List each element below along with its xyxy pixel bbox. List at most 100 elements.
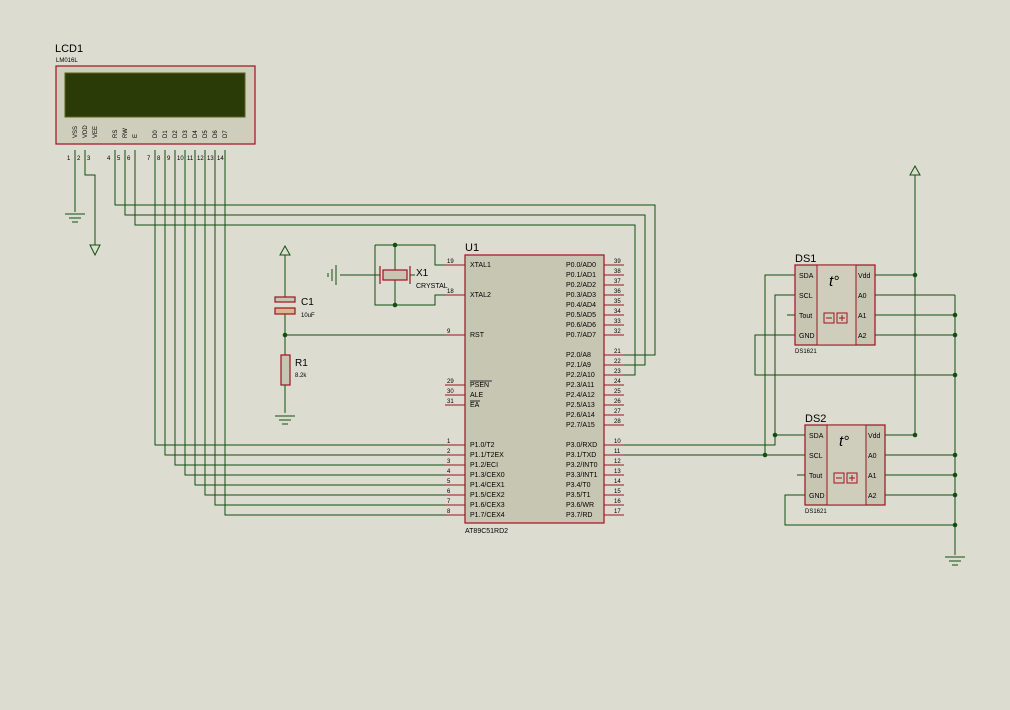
mcu-pin-number: 29 <box>447 379 454 385</box>
ds1-component[interactable]: DS1 DS1621 t° SDA SCL Tout GND Vdd A0 A1… <box>794 253 876 355</box>
mcu-pin-number: 33 <box>614 319 621 325</box>
crystal-value: CRYSTAL <box>416 283 448 290</box>
mcu-pin-label: RST <box>470 332 485 339</box>
ds2-inner <box>826 424 867 506</box>
capacitor-component[interactable]: C1 10uF <box>274 296 315 319</box>
mcu-pin-number: 14 <box>614 479 621 485</box>
wire <box>224 150 465 516</box>
mcu-pin-label: ALE <box>470 392 484 399</box>
resistor-component[interactable]: R1 8.2k <box>280 354 308 386</box>
mcu-pin-label: P1.2/ECI <box>470 462 498 469</box>
lcd-pin-number: 11 <box>187 156 194 162</box>
ds2-model: DS1621 <box>805 509 827 515</box>
mcu-pin-label: P2.5/A13 <box>566 402 595 409</box>
mcu-pin-label: P3.1/TXD <box>566 452 596 459</box>
ds2-component[interactable]: DS2 DS1621 t° SDA SCL Tout GND Vdd A0 A1… <box>804 413 886 515</box>
lcd-pin-number: 5 <box>117 156 121 162</box>
wire <box>784 494 955 526</box>
wire <box>134 150 636 376</box>
crystal-component[interactable]: X1 CRYSTAL <box>379 266 448 290</box>
lcd-pin-number: 13 <box>207 156 214 162</box>
wire <box>124 150 646 366</box>
mcu-pin-number: 26 <box>614 399 621 405</box>
lcd-pin-number: 9 <box>167 156 171 162</box>
mcu-pin-number: 5 <box>447 479 451 485</box>
mcu-pin-label: P2.7/A15 <box>566 422 595 429</box>
ds1-plus-icon <box>836 312 848 324</box>
mcu-pin-number: 30 <box>447 389 454 395</box>
lcd-pin-label: RS <box>113 130 119 138</box>
lcd-pin-label: D1 <box>163 130 169 138</box>
crystal-body <box>382 269 408 281</box>
mcu-pin-number: 12 <box>614 459 621 465</box>
mcu-pin-label: P1.0/T2 <box>470 442 495 449</box>
mcu-pin-number: 28 <box>614 419 621 425</box>
junction-dot <box>952 452 958 458</box>
ds1-pin-a2: A2 <box>858 333 867 340</box>
mcu-pin-number: 16 <box>614 499 621 505</box>
junction-dot <box>762 452 768 458</box>
mcu-pin-number: 3 <box>447 459 451 465</box>
mcu-pin-number: 17 <box>614 509 621 515</box>
crystal-ref: X1 <box>416 268 429 279</box>
lcd-screen <box>64 72 246 118</box>
mcu-pin-number: 23 <box>614 369 621 375</box>
wire <box>754 334 955 376</box>
ds2-plus-icon <box>846 472 858 484</box>
mcu-pin-number: 35 <box>614 299 621 305</box>
mcu-pin-number: 13 <box>614 469 621 475</box>
resistor-value: 8.2k <box>295 373 307 379</box>
power-symbols <box>65 164 965 566</box>
lcd-pins: VSS1VDD2VEE3RS4RW5E6D07D18D29D310D411D51… <box>67 125 229 162</box>
junction-dot <box>282 332 288 338</box>
mcu-pin-label: P1.7/CEX4 <box>470 512 505 519</box>
ds1-pin-vdd: Vdd <box>858 273 871 280</box>
mcu-pin-number: 9 <box>447 329 451 335</box>
wire <box>604 294 795 446</box>
mcu-pin-label: P0.1/AD1 <box>566 272 596 279</box>
ds1-pin-scl: SCL <box>799 293 813 300</box>
mcu-pin-number: 25 <box>614 389 621 395</box>
mcu-pin-number: 7 <box>447 499 451 505</box>
ds2-pin-sda: SDA <box>809 433 824 440</box>
mcu-ref: U1 <box>465 242 479 254</box>
ds1-pin-sda: SDA <box>799 273 814 280</box>
mcu-pin-label: P1.6/CEX3 <box>470 502 505 509</box>
power-arrow-icon <box>89 244 101 257</box>
mcu-pin-label: P3.7/RD <box>566 512 592 519</box>
mcu-pin-number: 34 <box>614 309 621 315</box>
mcu-pin-label: P0.0/AD0 <box>566 262 596 269</box>
ds2-pin-vdd: Vdd <box>868 433 881 440</box>
junction-dot <box>952 522 958 528</box>
mcu-pin-label: P3.5/T1 <box>566 492 591 499</box>
junction-dot <box>392 302 398 308</box>
junction-dot <box>952 472 958 478</box>
wire <box>164 150 465 456</box>
lcd-pin-number: 1 <box>67 156 71 162</box>
wire <box>174 150 465 466</box>
mcu-pin-label: P0.5/AD5 <box>566 312 596 319</box>
mcu-pin-label: P1.1/T2EX <box>470 452 504 459</box>
resistor-ref: R1 <box>295 358 308 369</box>
mcu-pin-number: 32 <box>614 329 621 335</box>
lcd-pin-number: 14 <box>217 156 224 162</box>
thermometer-icon: t° <box>829 273 839 290</box>
lcd-component[interactable]: LCD1 LM016L VSS1VDD2VEE3RS4RW5E6D07D18D2… <box>55 43 256 162</box>
junction-dot <box>952 312 958 318</box>
lcd-pin-label: VEE <box>93 126 99 138</box>
ds2-minus-icon <box>833 472 845 484</box>
capacitor-ref: C1 <box>301 297 314 308</box>
mcu-pin-number: 18 <box>447 289 454 295</box>
lcd-pin-label: D5 <box>203 130 209 138</box>
mcu-pin-label: P1.3/CEX0 <box>470 472 505 479</box>
ds1-ref: DS1 <box>795 253 816 265</box>
mcu-pin-number: 1 <box>447 439 451 445</box>
lcd-pin-number: 2 <box>77 156 81 162</box>
mcu-pin-label: P3.4/T0 <box>566 482 591 489</box>
junction-dot <box>952 372 958 378</box>
ds1-pin-a0: A0 <box>858 293 867 300</box>
mcu-pin-number: 31 <box>447 399 454 405</box>
mcu-pin-label: P3.3/INT1 <box>566 472 598 479</box>
